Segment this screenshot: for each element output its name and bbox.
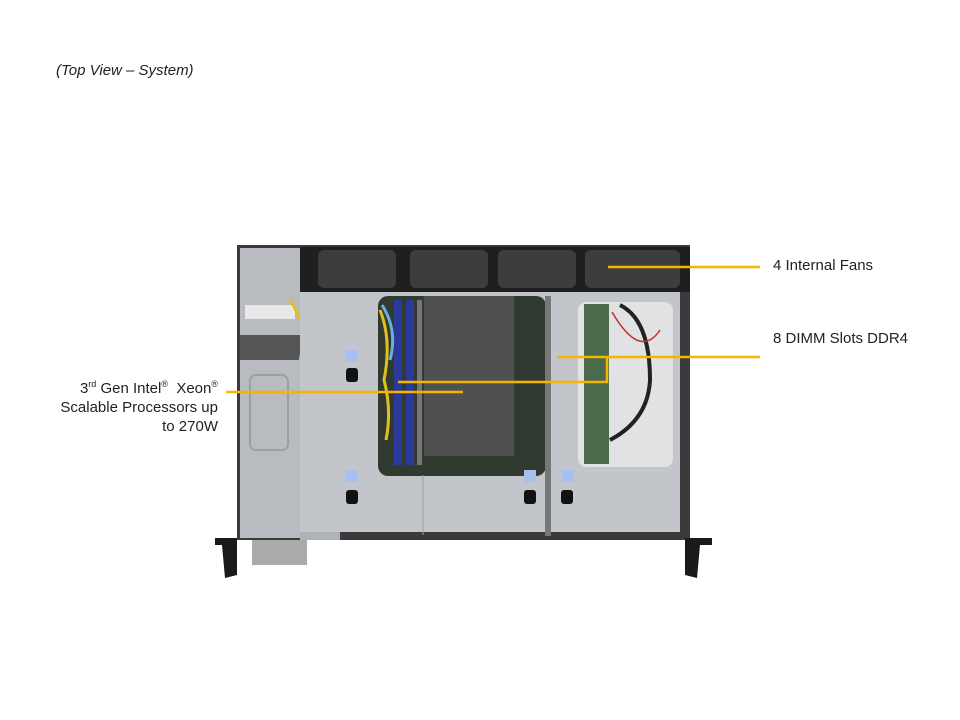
cpu-gen-suffix: rd xyxy=(88,379,97,389)
view-caption: (Top View – System) xyxy=(56,62,194,79)
dimm-callout-branch xyxy=(398,357,609,384)
fan-icon xyxy=(498,250,576,288)
fans-callout-label: 4 Internal Fans xyxy=(773,257,874,274)
cpu-line3: to 270W xyxy=(162,418,218,435)
rack-handle-left xyxy=(215,538,237,578)
cpu-line2: Scalable Processors up xyxy=(60,399,218,416)
cpu-callout-label: 3rd Gen Intel® Xeon® Scalable Processors… xyxy=(0,375,218,436)
cpu-heatsink xyxy=(424,296,514,456)
riser-card xyxy=(584,304,609,464)
cpu-gen-number: 3 xyxy=(79,380,89,397)
cpu-brand: Gen Intel xyxy=(96,380,162,397)
psu-label xyxy=(245,305,295,319)
fan-icon xyxy=(585,250,680,288)
registered-mark: ® xyxy=(211,379,218,389)
fan-icon xyxy=(410,250,488,288)
dimm-callout-label: 8 DIMM Slots DDR4 xyxy=(773,330,909,347)
callout-lines xyxy=(226,265,760,394)
rack-handle-right xyxy=(685,538,712,578)
fan-icon xyxy=(318,250,396,288)
cpu-family: Xeon xyxy=(167,380,212,397)
rear-io-port xyxy=(252,540,307,565)
registered-mark: ® xyxy=(161,379,168,389)
fan-row xyxy=(300,247,690,292)
